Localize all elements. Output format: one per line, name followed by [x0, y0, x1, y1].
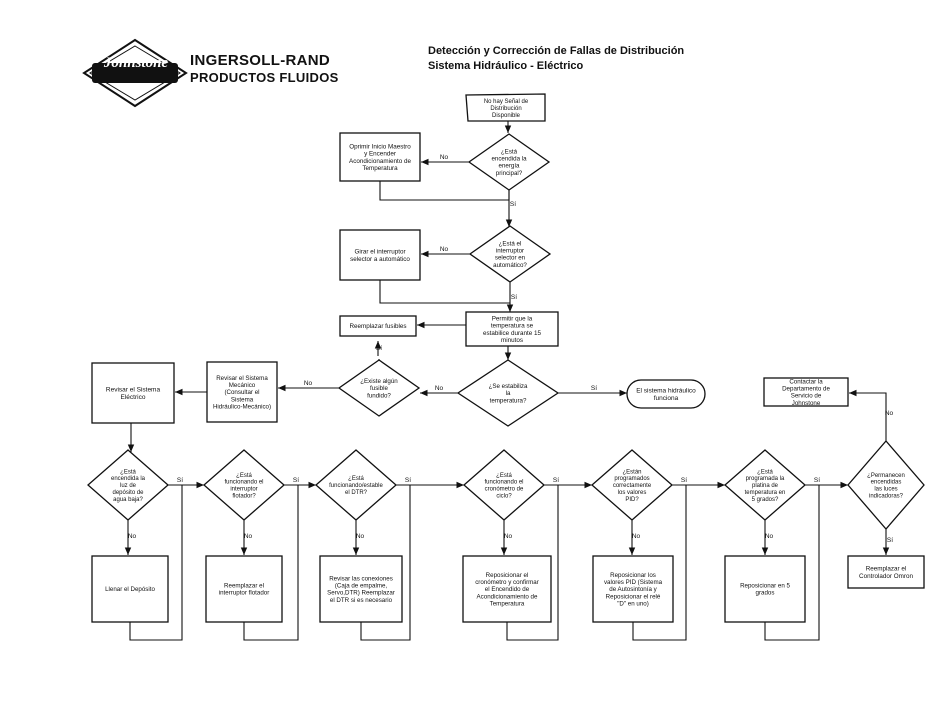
no-label: No — [435, 385, 444, 392]
no-label: No — [356, 533, 365, 540]
a-elec-box — [91, 362, 175, 424]
a-contact-box — [763, 377, 849, 407]
a-power-box — [339, 132, 421, 182]
no-label: No — [765, 533, 774, 540]
yes-label: Sí — [405, 477, 411, 484]
d-stable-decision — [456, 359, 560, 427]
no-label: No — [885, 410, 894, 417]
a-dtr-box — [319, 555, 403, 623]
end-ok-terminal — [626, 379, 706, 409]
a-mech-box — [206, 361, 278, 423]
no-label: No — [440, 154, 449, 161]
a-timer-box — [462, 555, 552, 623]
no-label: No — [504, 533, 513, 540]
no-label: No — [128, 533, 137, 540]
no-label: No — [440, 246, 449, 253]
logo-text: Johnstone — [103, 55, 169, 71]
connector-line — [129, 485, 183, 641]
a-level-box — [91, 555, 169, 623]
yes-label: Sí — [591, 385, 597, 392]
yes-label: Sí — [681, 477, 687, 484]
no-label: No — [244, 533, 253, 540]
brand-name: INGERSOLL-RAND — [190, 52, 331, 69]
diagram-title: Detección y Corrección de Fallas de Dist… — [428, 45, 685, 57]
a-selector-box — [339, 229, 421, 281]
yes-label: Sí — [376, 345, 382, 352]
a-pid-box — [592, 555, 674, 623]
yes-label: Sí — [293, 477, 299, 484]
a-float-box — [205, 555, 283, 623]
a-level-label: Llenar el Depósito — [105, 586, 155, 593]
johnstone-logo — [82, 38, 188, 108]
yes-label: Sí — [553, 477, 559, 484]
connector-line — [243, 485, 299, 641]
brand-subtitle: PRODUCTOS FLUIDOS — [190, 70, 339, 85]
d-fuse-decision — [337, 359, 421, 417]
no-label: No — [632, 533, 641, 540]
a-controller-box — [847, 555, 925, 589]
a-dtr-label: Revisar las conexiones(Caja de empalme,S… — [327, 575, 395, 603]
yes-label: Sí — [887, 537, 893, 544]
connector-line — [379, 280, 511, 304]
yes-label: Sí — [814, 477, 820, 484]
no-label: No — [304, 380, 313, 387]
connector-line — [379, 181, 510, 201]
a-wait-box — [465, 311, 559, 347]
connector-line — [506, 485, 559, 641]
diagram-subtitle: Sistema Hidráulico - Eléctrico — [428, 60, 584, 72]
connector-line — [764, 485, 820, 641]
connector-line — [360, 485, 411, 641]
yes-label: Sí — [511, 294, 517, 301]
connector-line — [632, 485, 687, 641]
yes-label: Sí — [510, 201, 516, 208]
connector-line — [849, 389, 887, 441]
yes-label: Sí — [177, 477, 183, 484]
a-setpoint-box — [724, 555, 806, 623]
start-shape — [465, 93, 546, 122]
a-fuses-box — [339, 315, 417, 337]
a-fuses-label: Reemplazar fusibles — [349, 323, 406, 330]
